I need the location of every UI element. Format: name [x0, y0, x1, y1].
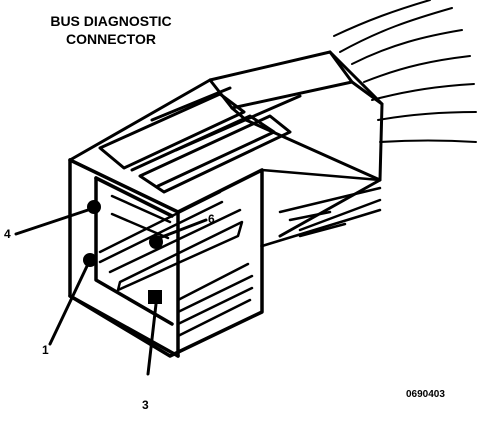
- leader-1: [48, 262, 90, 346]
- terminal-slots: [98, 190, 254, 338]
- pin-label-3: 3: [142, 398, 149, 412]
- figure-code: 0690403: [406, 389, 445, 400]
- leader-lines: [14, 208, 208, 376]
- pin-label-1: 1: [42, 343, 49, 357]
- leader-4: [14, 208, 90, 236]
- title-line-2: CONNECTOR: [66, 31, 156, 47]
- diagram-title: BUS DIAGNOSTIC CONNECTOR: [26, 12, 196, 48]
- connector-housing: [68, 50, 384, 238]
- pin-label-4: 4: [4, 227, 11, 241]
- leader-3: [146, 302, 158, 376]
- leader-6: [152, 218, 208, 242]
- pin-dots: [83, 200, 163, 304]
- pin-label-6: 6: [208, 212, 215, 226]
- front-face: [68, 158, 264, 358]
- pin-1-dot: [83, 253, 97, 267]
- pin-4-dot: [87, 200, 101, 214]
- pin-3-dot: [148, 290, 162, 304]
- wire-bundle: [333, 0, 477, 143]
- top-ridges: [98, 86, 302, 194]
- side-panel: [260, 168, 382, 248]
- title-line-1: BUS DIAGNOSTIC: [50, 13, 172, 29]
